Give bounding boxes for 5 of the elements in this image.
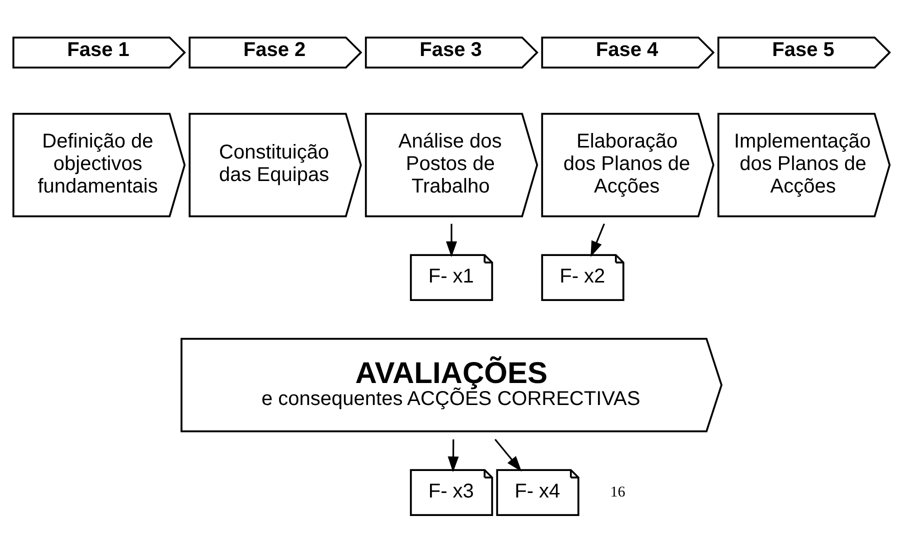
arrow bbox=[590, 224, 605, 257]
arrow bbox=[448, 439, 459, 472]
arrow bbox=[446, 224, 458, 258]
label: 16 bbox=[610, 484, 626, 500]
arrow bbox=[494, 438, 522, 472]
